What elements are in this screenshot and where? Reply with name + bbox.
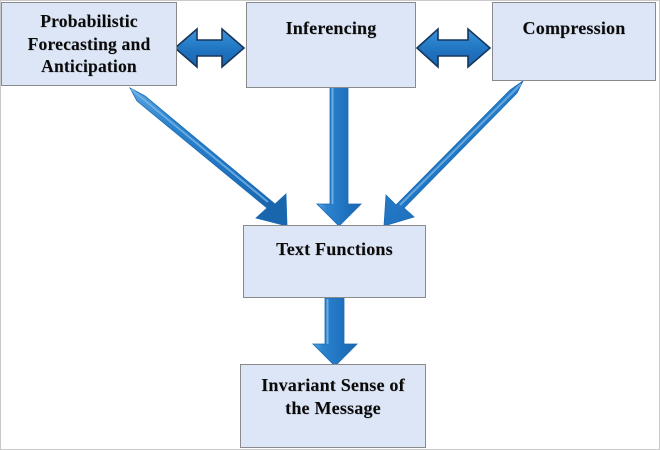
- arrow-inferencing-compression: [415, 27, 492, 69]
- node-label-invariant: Invariant Sense of the Message: [255, 374, 411, 420]
- node-inferencing[interactable]: Inferencing: [246, 2, 416, 88]
- arrow-textfunctions-invariant: [312, 297, 358, 367]
- arrow-forecasting-textfunctions: [129, 87, 288, 227]
- arrow-forecasting-inferencing: [173, 27, 246, 69]
- node-label-line: Invariant Sense of: [261, 375, 405, 395]
- node-compression[interactable]: Compression: [492, 2, 656, 81]
- node-text-functions[interactable]: Text Functions: [243, 225, 426, 298]
- node-label-line: Inferencing: [285, 18, 377, 38]
- node-invariant-sense-of-the-message[interactable]: Invariant Sense of the Message: [240, 364, 426, 448]
- node-label-line: Probabilistic: [40, 11, 138, 32]
- node-label-line: Forecasting and: [27, 33, 151, 54]
- node-label-text-functions: Text Functions: [270, 238, 399, 261]
- node-label-inferencing: Inferencing: [280, 17, 383, 40]
- node-label-line: Text Functions: [276, 239, 393, 259]
- node-label-line: Anticipation: [41, 56, 137, 77]
- node-probabilistic-forecasting-and-anticipation[interactable]: Probabilistic Forecasting and Anticipati…: [1, 2, 177, 86]
- node-label-compression: Compression: [517, 17, 632, 40]
- arrow-inferencing-textfunctions: [316, 86, 362, 227]
- node-label-forecasting: Probabilistic Forecasting and Anticipati…: [22, 10, 157, 77]
- node-label-line: Compression: [522, 18, 626, 38]
- arrow-compression-textfunctions: [383, 80, 524, 227]
- node-label-line: the Message: [285, 398, 381, 419]
